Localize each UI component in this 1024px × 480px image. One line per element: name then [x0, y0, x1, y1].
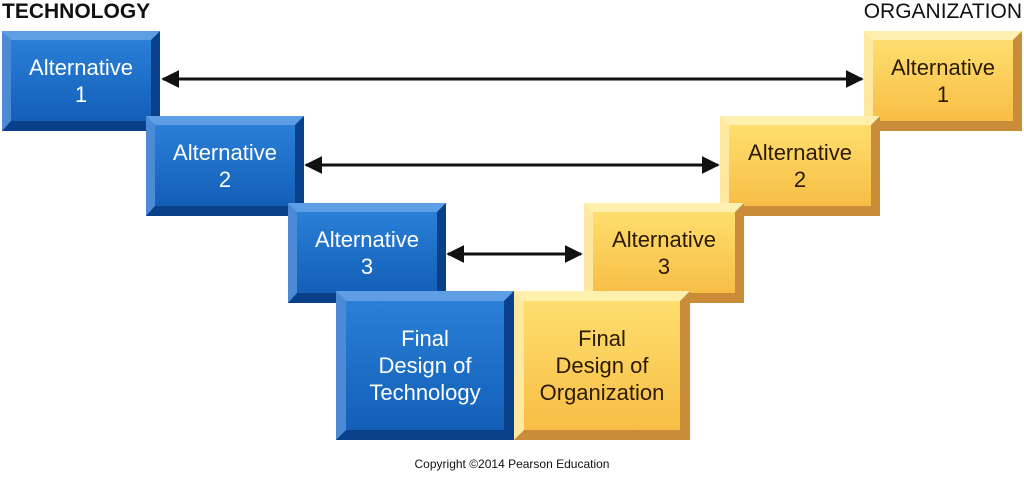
technology-heading: TECHNOLOGY [2, 0, 151, 23]
technology-alternative-2-box: Alternative 2 [146, 116, 304, 216]
technology-final-design-label: Final Design of Technology [369, 326, 481, 405]
technology-alternative-2-label: Alternative 2 [173, 139, 277, 192]
organization-alternative-1-box: Alternative 1 [864, 31, 1022, 131]
technology-alternative-3-box: Alternative 3 [288, 203, 446, 303]
organization-final-design-label: Final Design of Organization [539, 326, 665, 405]
technology-alternative-1-box: Alternative 1 [2, 31, 160, 131]
copyright-notice: Copyright ©2014 Pearson Education [414, 457, 610, 471]
technology-alternative-3-label: Alternative 3 [315, 226, 419, 279]
organization-alternative-3-label: Alternative 3 [612, 226, 716, 279]
organization-heading: ORGANIZATION [863, 0, 1022, 23]
organization-alternative-1-label: Alternative 1 [891, 54, 995, 107]
organization-final-design-box: Final Design of Organization [514, 291, 690, 440]
organization-alternative-2-label: Alternative 2 [748, 139, 852, 192]
technology-final-design-box: Final Design of Technology [336, 291, 514, 440]
organization-alternative-2-box: Alternative 2 [720, 116, 880, 216]
organization-alternative-3-box: Alternative 3 [584, 203, 744, 303]
technology-alternative-1-label: Alternative 1 [29, 54, 133, 107]
